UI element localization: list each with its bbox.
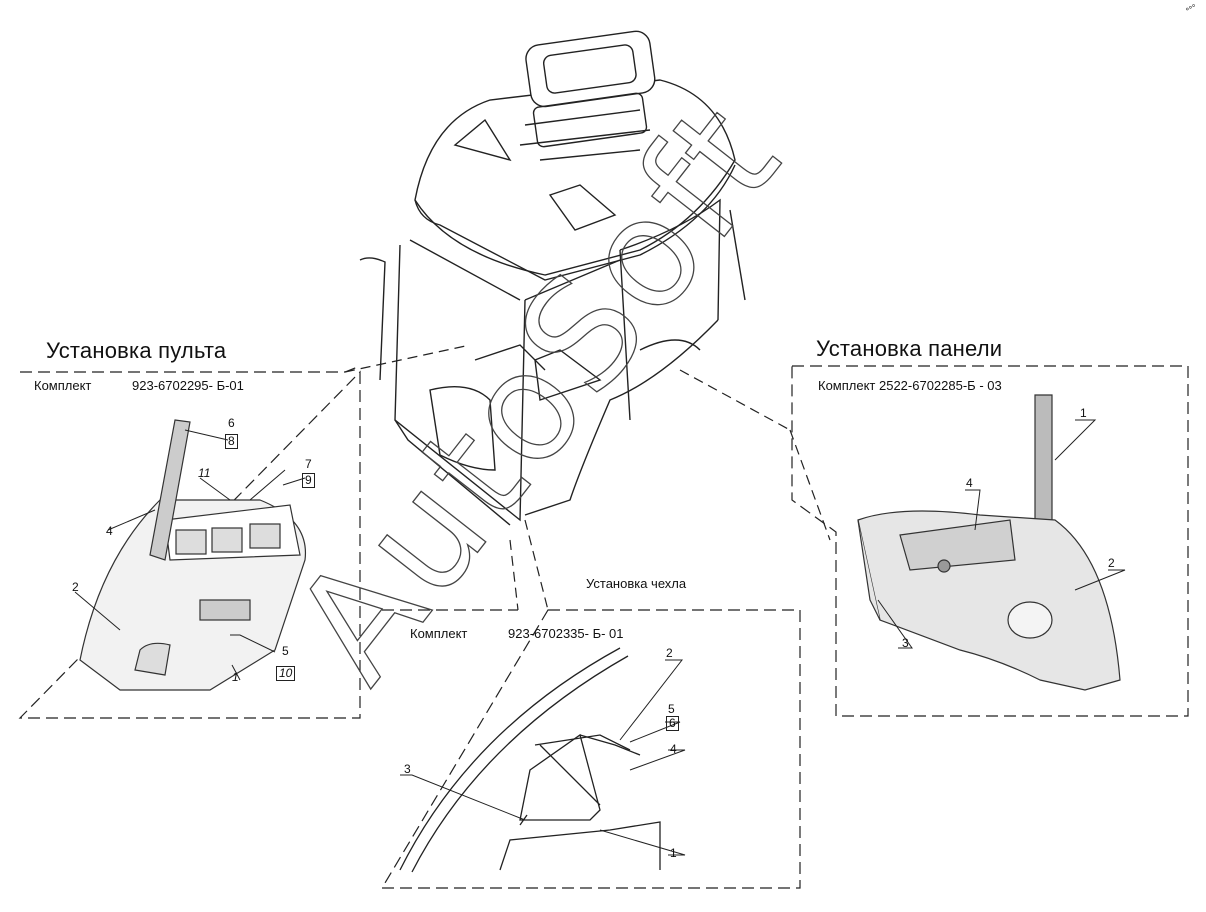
console-kit-number: 923-6702295- Б-01	[132, 378, 244, 393]
callout-9: 9	[302, 473, 315, 488]
console-kit-label: Комплект	[34, 378, 92, 393]
panel-drawing	[857, 394, 1121, 691]
cover-callout-3: 3	[404, 762, 411, 776]
leader-console	[344, 344, 471, 373]
console-drawing	[79, 419, 307, 691]
cover-callout-1: 1	[670, 846, 677, 860]
cover-title: Установка чехла	[586, 576, 687, 591]
cover-kit-number: 923-6702335- Б- 01	[508, 626, 624, 641]
callout-4: 4	[106, 524, 113, 538]
cover-drawing	[399, 647, 661, 873]
callout-6: 6	[228, 416, 235, 430]
panel-frame	[791, 365, 1189, 717]
panel-callout-3: 3	[902, 636, 909, 650]
callout-8: 8	[225, 434, 238, 449]
panel-callout-4: 4	[966, 476, 973, 490]
callout-5: 5	[282, 644, 289, 658]
panel-callout-1: 1	[1080, 406, 1087, 420]
callout-1: 1	[232, 670, 239, 684]
callout-10: 10	[276, 666, 296, 681]
panel-title: Установка панели	[816, 336, 1003, 361]
leader-panel	[679, 369, 791, 431]
cover-callout-2: 2	[666, 646, 673, 660]
cover-callout-4: 4	[670, 742, 677, 756]
cab-drawing	[359, 30, 746, 526]
cover-callout-6: 6	[666, 716, 679, 731]
cover-frame	[380, 609, 801, 889]
callout-11: 11	[198, 466, 211, 480]
panel-kit: Комплект 2522-6702285-Б - 03	[818, 378, 1002, 393]
callout-2: 2	[72, 580, 79, 594]
cover-callout-5: 5	[668, 702, 675, 716]
panel-callout-2: 2	[1108, 556, 1115, 570]
leader-cover-a	[509, 539, 519, 611]
callout-7: 7	[305, 457, 312, 471]
console-title: Установка пульта	[46, 338, 227, 363]
cover-kit-label: Комплект	[410, 626, 468, 641]
